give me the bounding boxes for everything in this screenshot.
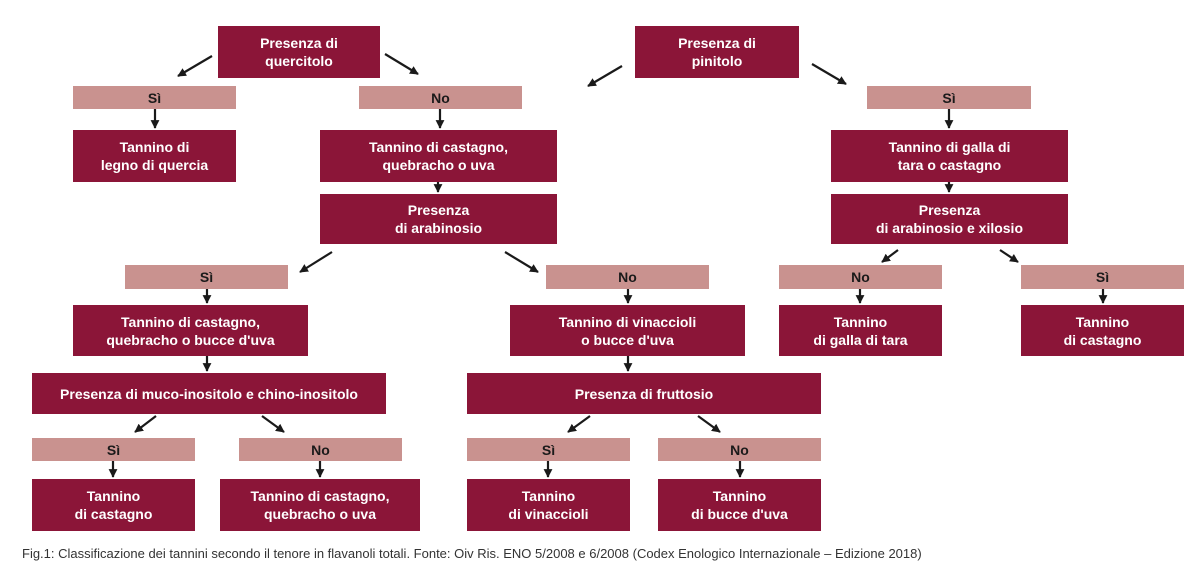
arrow bbox=[177, 55, 213, 77]
node-line: Tannino di vinaccioli bbox=[558, 313, 697, 330]
node-tannino-castagno-right: Tannino di castagno bbox=[1021, 305, 1184, 356]
label-yes: Sì bbox=[73, 86, 236, 109]
node-line: di castagno bbox=[74, 506, 153, 522]
arrow bbox=[504, 251, 539, 273]
node-line: Tannino bbox=[1075, 313, 1130, 330]
label-yes: Sì bbox=[467, 438, 630, 461]
node-tannino-castagno-quebracho-uva-2: Tannino di castagno, quebracho o uva bbox=[220, 479, 420, 531]
node-line: quebracho o uva bbox=[263, 506, 377, 522]
node-line: di arabinosio e xilosio bbox=[875, 220, 1024, 236]
node-tannino-galla-tara: Tannino di galla di tara bbox=[779, 305, 942, 356]
node-line: Tannino bbox=[521, 488, 576, 504]
arrow bbox=[299, 251, 333, 273]
node-line: quercitolo bbox=[265, 53, 333, 69]
arrow bbox=[999, 249, 1019, 263]
node-tannino-galla-tara-castagno: Tannino di galla di tara o castagno bbox=[831, 130, 1068, 182]
node-line: di vinaccioli bbox=[508, 506, 589, 522]
arrow bbox=[567, 415, 591, 433]
label-no: No bbox=[359, 86, 522, 109]
node-tannino-castagno-quebracho-uva: Tannino di castagno, quebracho o uva bbox=[320, 130, 557, 182]
node-line: Presenza di bbox=[260, 35, 338, 51]
node-tannino-vinaccioli-bucce: Tannino di vinaccioli o bucce d'uva bbox=[510, 305, 745, 356]
node-line: quebracho o uva bbox=[382, 157, 495, 173]
node-line: Tannino bbox=[86, 488, 141, 504]
node-line: Tannino di castagno, bbox=[250, 488, 390, 504]
node-presenza-muco-chino-inositolo: Presenza di muco-inositolo e chino-inosi… bbox=[32, 373, 386, 414]
node-presenza-arabinosio: Presenza di arabinosio bbox=[320, 194, 557, 244]
node-line: Tannino di castagno, bbox=[121, 313, 260, 330]
label-yes: Sì bbox=[1021, 265, 1184, 289]
node-presenza-fruttosio: Presenza di fruttosio bbox=[467, 373, 821, 414]
node-line: Tannino di castagno, bbox=[369, 139, 508, 155]
label-no: No bbox=[779, 265, 942, 289]
node-line: tara o castagno bbox=[897, 157, 1002, 173]
node-tannino-castagno-quebracho-bucce: Tannino di castagno, quebracho o bucce d… bbox=[73, 305, 308, 356]
arrow bbox=[697, 415, 721, 433]
arrow bbox=[384, 53, 419, 75]
figure-caption: Fig.1: Classificazione dei tannini secon… bbox=[22, 546, 922, 561]
node-line: pinitolo bbox=[691, 53, 743, 69]
label-no: No bbox=[239, 438, 402, 461]
node-line: Tannino di bbox=[119, 139, 190, 155]
node-presenza-quercitolo: Presenza di quercitolo bbox=[218, 26, 380, 78]
node-line: Presenza bbox=[407, 202, 470, 218]
node-line: Presenza bbox=[918, 202, 981, 218]
node-line: Tannino bbox=[833, 313, 888, 330]
arrow bbox=[881, 249, 899, 263]
label-yes: Sì bbox=[867, 86, 1031, 109]
node-line: o bucce d'uva bbox=[581, 331, 674, 348]
node-line: quebracho o bucce d'uva bbox=[106, 331, 275, 348]
node-line: di bucce d'uva bbox=[691, 506, 788, 522]
label-no: No bbox=[658, 438, 821, 461]
arrow bbox=[811, 63, 847, 85]
node-line: Presenza di bbox=[678, 35, 756, 51]
label-no: No bbox=[546, 265, 709, 289]
node-line: Tannino di galla di bbox=[888, 139, 1011, 155]
arrow bbox=[587, 65, 623, 87]
node-line: Tannino bbox=[712, 488, 767, 504]
node-line: di castagno bbox=[1063, 331, 1142, 348]
node-line: di arabinosio bbox=[394, 220, 483, 236]
node-line: legno di quercia bbox=[100, 157, 209, 173]
node-tannino-castagno-left: Tannino di castagno bbox=[32, 479, 195, 531]
node-presenza-pinitolo: Presenza di pinitolo bbox=[635, 26, 799, 78]
node-tannino-legno-quercia: Tannino di legno di quercia bbox=[73, 130, 236, 182]
node-presenza-arabinosio-xilosio: Presenza di arabinosio e xilosio bbox=[831, 194, 1068, 244]
arrow bbox=[134, 415, 157, 433]
label-yes: Sì bbox=[32, 438, 195, 461]
label-yes: Sì bbox=[125, 265, 288, 289]
arrow bbox=[261, 415, 285, 433]
node-line: Presenza di muco-inositolo e chino-inosi… bbox=[60, 385, 358, 402]
node-line: di galla di tara bbox=[813, 331, 908, 348]
node-line: Presenza di fruttosio bbox=[574, 385, 714, 402]
node-tannino-bucce-uva: Tannino di bucce d'uva bbox=[658, 479, 821, 531]
node-tannino-vinaccioli: Tannino di vinaccioli bbox=[467, 479, 630, 531]
